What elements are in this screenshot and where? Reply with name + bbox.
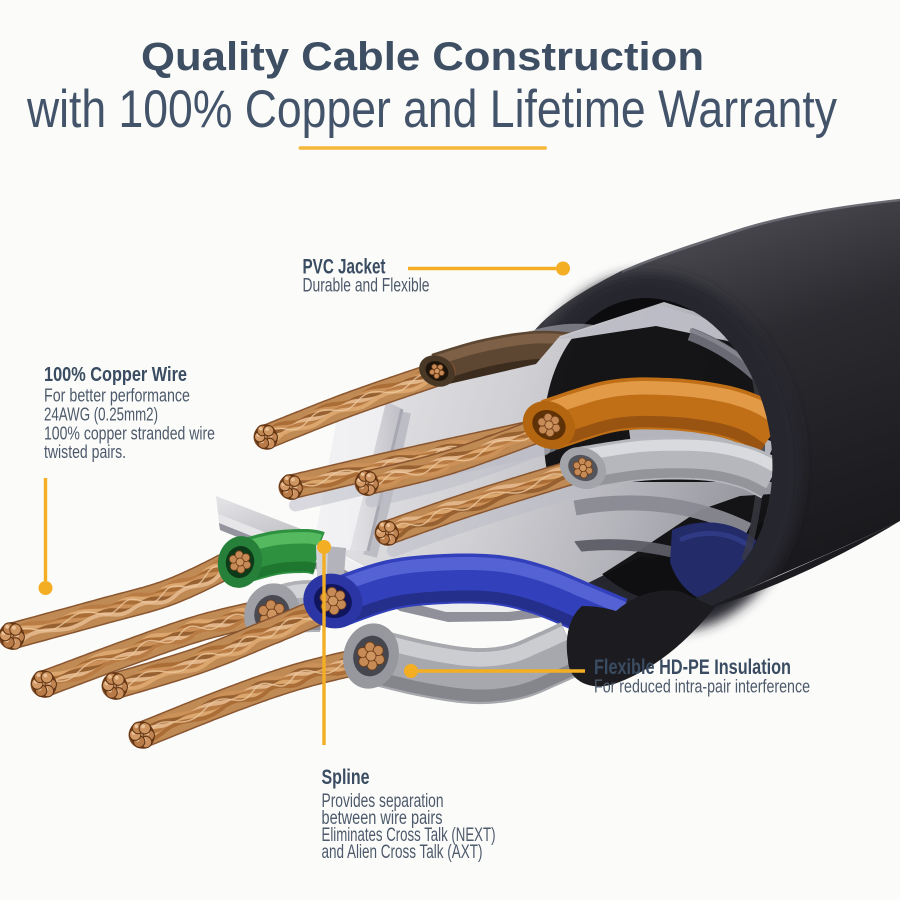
svg-text:Durable and Flexible: Durable and Flexible (303, 276, 430, 297)
svg-text:twisted pairs.: twisted pairs. (44, 442, 126, 462)
svg-text:and Alien Cross Talk (AXT): and Alien Cross Talk (AXT) (322, 842, 483, 863)
svg-text:100% Copper Wire: 100% Copper Wire (44, 364, 187, 386)
svg-text:Quality Cable Construction: Quality Cable Construction (141, 35, 704, 79)
svg-text:100% copper stranded wire: 100% copper stranded wire (44, 424, 215, 444)
svg-text:Flexible HD-PE Insulation: Flexible HD-PE Insulation (594, 656, 791, 679)
svg-text:between wire pairs: between wire pairs (322, 808, 443, 829)
svg-text:PVC Jacket: PVC Jacket (303, 256, 386, 279)
svg-text:For better performance: For better performance (44, 386, 190, 406)
svg-text:For reduced intra-pair interfe: For reduced intra-pair interference (594, 677, 810, 697)
svg-text:24AWG (0.25mm2): 24AWG (0.25mm2) (44, 405, 158, 425)
svg-text:Spline: Spline (322, 766, 370, 789)
svg-text:Provides separation: Provides separation (322, 791, 444, 812)
svg-text:with 100% Copper and Lifetime: with 100% Copper and Lifetime Warranty (26, 80, 837, 139)
svg-text:Eliminates Cross Talk (NEXT): Eliminates Cross Talk (NEXT) (322, 825, 496, 846)
